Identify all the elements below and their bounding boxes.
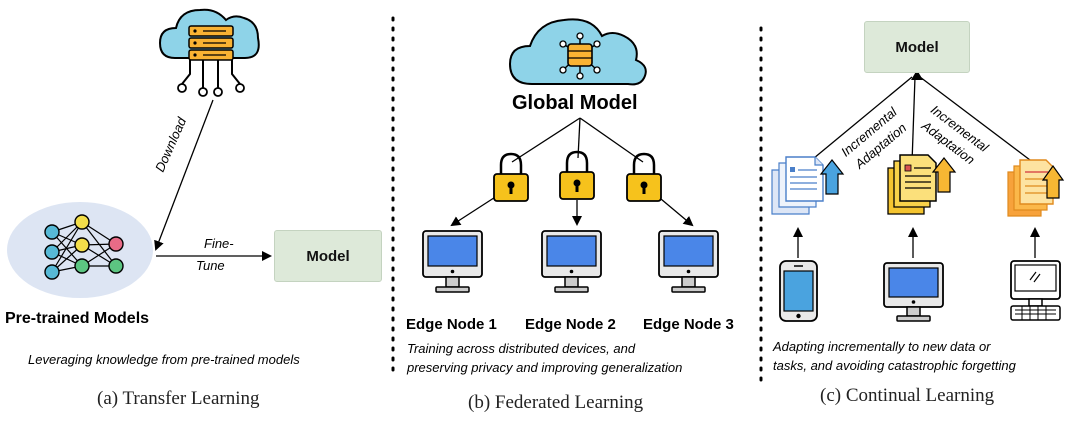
model-arrowhead <box>911 70 923 80</box>
computer-icon <box>883 262 944 322</box>
continual-description-line1: Adapting incrementally to new data or <box>773 339 991 354</box>
neural-network-icon <box>7 202 153 298</box>
continual-description-line2: tasks, and avoiding catastrophic forgett… <box>773 358 1016 373</box>
finetune-label-line2: Tune <box>196 258 225 273</box>
adaptation-links <box>807 76 1031 164</box>
global-model-label: Global Model <box>512 92 638 114</box>
lock-arrow-1 <box>450 193 501 227</box>
monitor-icon <box>541 230 602 293</box>
transfer-description: Leveraging knowledge from pre-trained mo… <box>28 352 300 367</box>
transfer-model-box: Model <box>274 230 382 282</box>
computer-icon <box>1010 260 1061 321</box>
cloud-database-icon <box>508 18 647 86</box>
pretrained-models-label: Pre-trained Models <box>5 310 150 327</box>
continual-caption: (c) Continual Learning <box>820 385 995 406</box>
transfer-caption: (a) Transfer Learning <box>97 388 260 409</box>
monitor-icon <box>422 230 483 293</box>
federated-description-line1: Training across distributed devices, and <box>407 341 636 356</box>
lock-icon <box>493 152 529 202</box>
edge-node-label-2: Edge Node 2 <box>525 316 616 333</box>
lock-icon <box>626 152 662 202</box>
document-icon <box>771 156 845 215</box>
lock-icon <box>559 150 595 200</box>
document-icon <box>887 154 957 215</box>
smartphone-icon <box>779 260 818 322</box>
global-links <box>511 117 644 163</box>
edge-node-label-3: Edge Node 3 <box>643 316 734 333</box>
transfer-model-label: Model <box>306 247 350 265</box>
document-icon <box>1007 159 1065 217</box>
federated-description-line2: preserving privacy and improving general… <box>407 360 683 375</box>
federated-caption: (b) Federated Learning <box>468 392 644 413</box>
edge-node-label-1: Edge Node 1 <box>406 316 497 333</box>
download-arrow <box>154 99 214 251</box>
cloud-server-icon <box>158 8 260 97</box>
continual-model-box: Model <box>864 21 970 73</box>
monitor-icon <box>658 230 719 293</box>
finetune-label-line1: Fine- <box>204 236 234 251</box>
continual-model-label: Model <box>895 38 939 56</box>
